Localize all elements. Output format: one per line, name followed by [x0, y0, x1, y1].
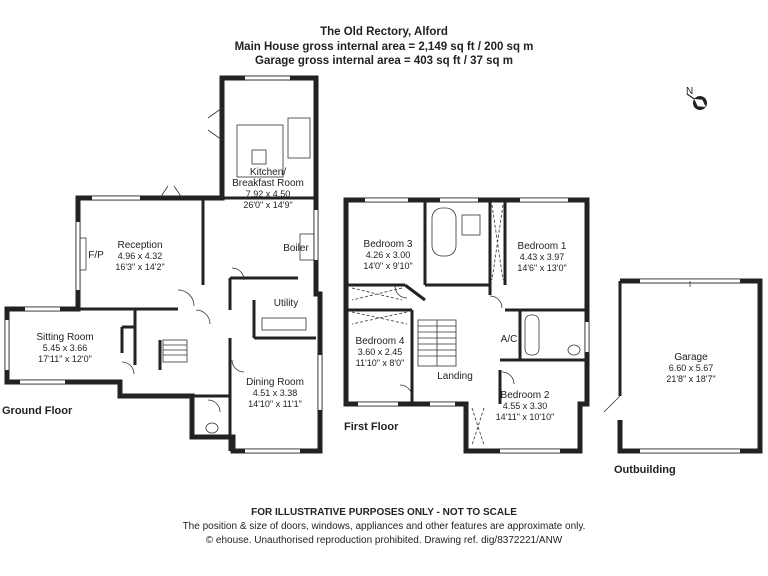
wc: [205, 422, 219, 434]
bedroom3-imperial: 14'0" x 9'10": [363, 261, 412, 271]
boiler-unit: [299, 233, 315, 261]
dining-room-imperial: 14'10" x 11'1": [248, 399, 302, 409]
compass-icon: [686, 93, 707, 110]
sitting-room-imperial: 17'11" x 12'0": [38, 354, 92, 364]
utility-units: [261, 317, 307, 331]
first-floor-plan: Bedroom 3 4.26 x 3.00 14'0" x 9'10" Bedr…: [343, 197, 590, 454]
kitchen-name: Kitchen/: [250, 167, 286, 178]
main-house-area: Main House gross internal area = 2,149 s…: [234, 41, 534, 53]
wardrobe: [491, 204, 504, 281]
door-swing: [207, 107, 223, 141]
sitting-room-metric: 5.45 x 3.66: [43, 343, 88, 353]
sitting-room-name: Sitting Room: [36, 332, 93, 343]
fireplace-label: F/P: [88, 250, 104, 261]
door-swing: [159, 185, 183, 199]
utility-label: Utility: [274, 298, 298, 309]
first-floor-label: First Floor: [344, 421, 399, 433]
door-swing: [177, 289, 195, 307]
landing-label: Landing: [437, 371, 473, 382]
copyright-note: © ehouse. Unauthorised reproduction proh…: [205, 535, 563, 546]
door-swing: [399, 384, 413, 398]
door-swing: [207, 399, 221, 413]
dining-room-metric: 4.51 x 3.38: [253, 388, 298, 398]
hob: [287, 117, 311, 159]
wall: [404, 283, 426, 302]
bedroom2-metric: 4.55 x 3.30: [503, 401, 548, 411]
basin: [461, 214, 481, 236]
bedroom1-name: Bedroom 1: [518, 241, 567, 252]
ac-label: A/C: [501, 334, 518, 345]
boiler-label: Boiler: [283, 243, 309, 254]
reception-name: Reception: [117, 240, 162, 251]
disclaimer: FOR ILLUSTRATIVE PURPOSES ONLY - NOT TO …: [251, 507, 517, 518]
wardrobe: [351, 287, 403, 301]
wardrobe: [351, 311, 408, 325]
kitchen-name-2: Breakfast Room: [232, 178, 304, 189]
shower-bath: [524, 314, 540, 356]
bedroom2-name: Bedroom 2: [501, 390, 550, 401]
garage-metric: 6.60 x 5.67: [669, 363, 714, 373]
bedroom4-name: Bedroom 4: [356, 336, 405, 347]
bedroom4-metric: 3.60 x 2.45: [358, 347, 403, 357]
door-swing: [231, 267, 245, 281]
compass-north-label: N: [686, 86, 693, 97]
door-swing: [231, 359, 245, 373]
kitchen-metric: 7.92 x 4.50: [246, 189, 291, 199]
door-swing: [603, 395, 621, 413]
wc: [567, 344, 581, 356]
bedroom3-name: Bedroom 3: [364, 239, 413, 250]
fireplace: [79, 237, 87, 271]
kitchen-imperial: 26'0" x 14'9": [243, 200, 292, 210]
door-swing: [394, 285, 408, 299]
bedroom1-metric: 4.43 x 3.97: [520, 252, 565, 262]
bedroom2-imperial: 14'11" x 10'10": [496, 412, 555, 422]
bedroom3-metric: 4.26 x 3.00: [366, 250, 411, 260]
garage-imperial: 21'8" x 18'7": [666, 374, 715, 384]
dining-room-name: Dining Room: [246, 377, 304, 388]
plan-title: The Old Rectory, Alford: [320, 26, 448, 38]
wardrobe: [471, 407, 485, 446]
door-swing: [501, 371, 515, 385]
outbuilding-label: Outbuilding: [614, 464, 676, 476]
sink: [251, 149, 267, 165]
door-swing: [121, 361, 135, 375]
approximate-note: The position & size of doors, windows, a…: [182, 521, 586, 532]
ground-floor-plan: Kitchen/ Breakfast Room 7.92 x 4.50 26'0…: [4, 75, 323, 454]
ground-stairs: [162, 339, 188, 363]
reception-metric: 4.96 x 4.32: [118, 251, 163, 261]
door-swing: [195, 309, 211, 325]
door-swing: [489, 295, 503, 309]
bathtub: [431, 207, 457, 257]
outbuilding-plan: Garage 6.60 x 5.67 21'8" x 18'7": [603, 278, 763, 454]
garage-name: Garage: [674, 352, 708, 363]
garage-area: Garage gross internal area = 403 sq ft /…: [255, 55, 513, 67]
reception-imperial: 16'3" x 14'2": [115, 262, 164, 272]
bedroom1-imperial: 14'6" x 13'0": [517, 263, 566, 273]
first-stairs: [417, 319, 457, 367]
ground-floor-label: Ground Floor: [2, 405, 73, 417]
kitchen-island: [236, 124, 284, 178]
bedroom4-imperial: 11'10" x 8'0": [356, 358, 405, 368]
